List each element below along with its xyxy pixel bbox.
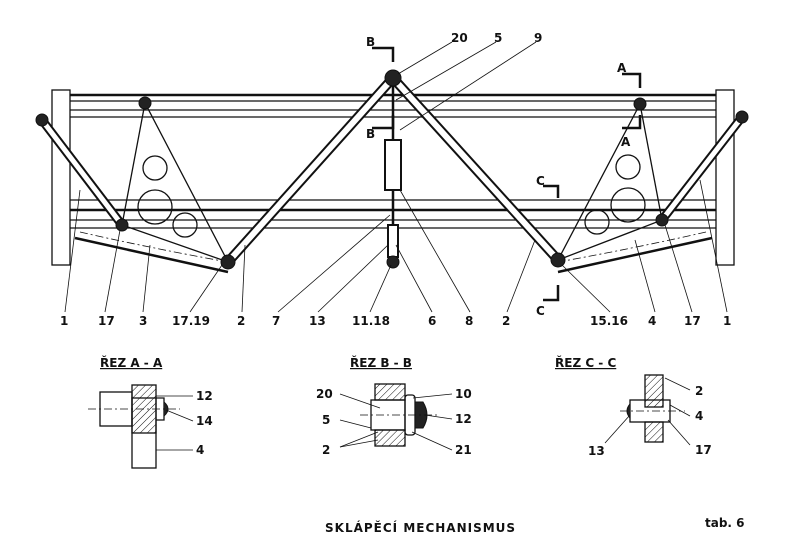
pivot-pins — [35, 69, 749, 270]
callout-13: 13 — [309, 314, 326, 328]
marker-c-bottom: C — [536, 304, 545, 318]
marker-c-top: C — [536, 174, 545, 188]
section-b-label-5: 5 — [322, 413, 330, 427]
callout-17-left: 17 — [98, 314, 115, 328]
callout-1-left: 1 — [60, 314, 68, 328]
section-c-label-17: 17 — [695, 443, 712, 457]
links — [38, 74, 746, 266]
section-a-label-12: 12 — [196, 389, 213, 403]
section-a-a-heading: ŘEZ A - A — [100, 355, 163, 370]
marker-b-bottom: B — [366, 127, 375, 141]
drawing-title: SKLÁPĚCÍ MECHANISMUS — [325, 520, 516, 535]
callout-7: 7 — [272, 314, 280, 328]
section-c-c: ŘEZ C - C 2 4 13 17 — [555, 355, 712, 458]
callout-17-right: 17 — [684, 314, 701, 328]
callout-17-19: 17.19 — [172, 314, 210, 328]
callout-3: 3 — [139, 314, 147, 328]
section-b-label-21: 21 — [455, 443, 472, 457]
section-c-label-13: 13 — [588, 444, 605, 458]
marker-b-top: B — [366, 35, 375, 49]
marker-a-top: A — [617, 61, 627, 75]
callout-11-18: 11.18 — [352, 314, 390, 328]
section-b-label-12: 12 — [455, 412, 472, 426]
section-a-label-14: 14 — [196, 414, 213, 428]
section-c-c-heading: ŘEZ C - C — [555, 355, 616, 370]
top-callouts: 20 5 9 — [395, 31, 542, 131]
callout-15-16: 15.16 — [590, 314, 628, 328]
section-b-label-20: 20 — [316, 387, 333, 401]
right-plate — [556, 102, 663, 262]
callout-6: 6 — [428, 314, 436, 328]
section-a-label-4: 4 — [196, 443, 204, 457]
section-b-b: ŘEZ B - B 20 5 2 10 12 21 — [316, 355, 472, 457]
section-b-label-2: 2 — [322, 443, 330, 457]
section-b-b-heading: ŘEZ B - B — [350, 355, 412, 370]
callout-4: 4 — [648, 314, 656, 328]
left-plate — [121, 101, 230, 264]
callout-20: 20 — [451, 31, 468, 45]
marker-a-bottom: A — [621, 135, 631, 149]
callout-5: 5 — [494, 31, 502, 45]
section-a-a: ŘEZ A - A 12 14 4 — [88, 355, 213, 469]
callout-8: 8 — [465, 314, 473, 328]
table-reference: tab. 6 — [705, 516, 745, 530]
section-markers: B B A A C C — [366, 35, 642, 318]
callout-2-left: 2 — [237, 314, 245, 328]
callout-2-right: 2 — [502, 314, 510, 328]
section-c-label-4: 4 — [695, 409, 703, 423]
callout-1-right: 1 — [723, 314, 731, 328]
callout-9: 9 — [534, 31, 542, 45]
section-c-label-2: 2 — [695, 384, 703, 398]
section-b-label-10: 10 — [455, 387, 472, 401]
bottom-callouts: 1 17 3 17.19 2 7 13 11.18 6 8 2 15.16 4 … — [60, 179, 731, 328]
